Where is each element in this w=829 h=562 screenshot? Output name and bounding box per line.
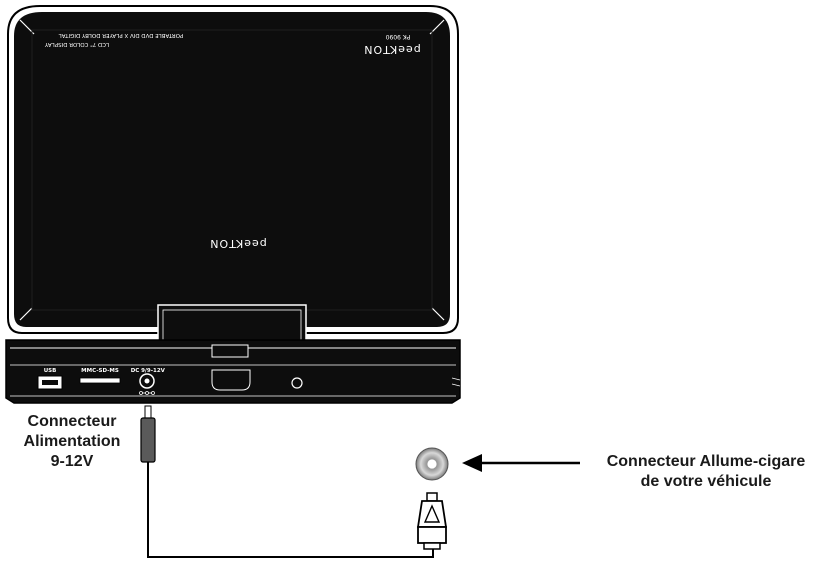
lid-model: PK 9090 bbox=[385, 33, 410, 40]
polarity-icon bbox=[139, 391, 155, 395]
card-slot bbox=[79, 377, 121, 384]
port-label-dc: DC bbox=[131, 368, 140, 374]
car-connector-label-line-2: de votre véhicule bbox=[640, 473, 772, 490]
power-connector-label-line-3: 9-12V bbox=[50, 453, 94, 470]
player-base: USB MMC-SD-MS DC 9/9-12V bbox=[5, 339, 461, 404]
power-connector-label: Connecteur Alimentation 9-12V bbox=[22, 412, 122, 472]
power-plug bbox=[140, 405, 156, 463]
lid-tagline-2: LCD 7" COLOR DISPLAY bbox=[44, 41, 109, 47]
lid-brand-top: peeKTON bbox=[363, 43, 420, 56]
hinge bbox=[157, 304, 307, 346]
port-label-card: MMC-SD-MS bbox=[81, 368, 119, 374]
cigarette-plug bbox=[416, 492, 448, 550]
power-cable bbox=[147, 462, 434, 558]
lid-brand-center: peeKTON bbox=[209, 237, 266, 250]
player-lid: peeKTON PK 9090 PORTABLE DVD DIV X PLAYE… bbox=[7, 5, 459, 334]
port-label-voltage: 9/9-12V bbox=[141, 368, 166, 374]
lighter-socket-icon bbox=[415, 447, 449, 481]
power-connector-label-line-1: Connecteur bbox=[27, 413, 117, 430]
arrow-left-icon bbox=[462, 454, 580, 472]
lid-tagline-1: PORTABLE DVD DIV X PLAYER DOLBY DIGITAL bbox=[58, 32, 183, 38]
car-connector-label: Connecteur Allume-cigare de votre véhicu… bbox=[588, 452, 824, 492]
power-connector-label-line-2: Alimentation bbox=[23, 433, 121, 450]
port-label-usb: USB bbox=[44, 368, 57, 374]
car-connector-label-line-1: Connecteur Allume-cigare bbox=[606, 453, 806, 470]
